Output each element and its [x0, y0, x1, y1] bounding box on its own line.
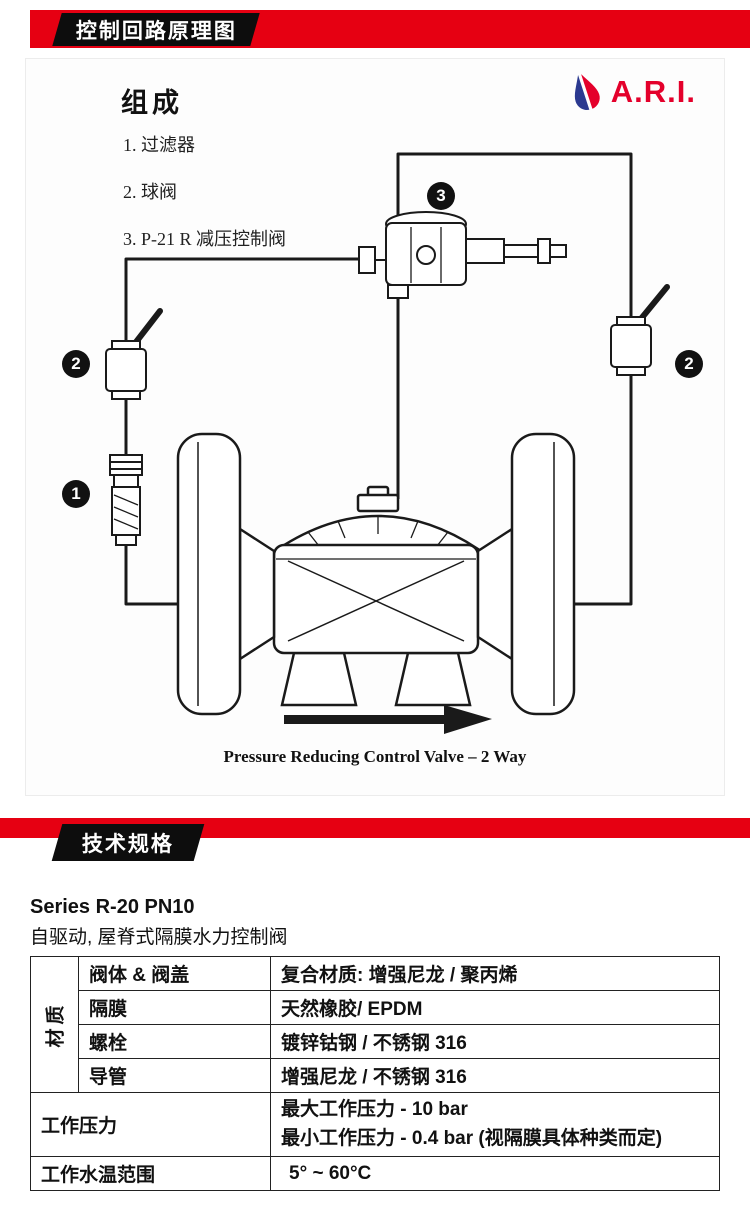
- table-row: 隔膜 天然橡胶/ EPDM: [31, 990, 720, 1025]
- material-name: 隔膜: [78, 990, 271, 1025]
- table-row: 工作水温范围 5° ~ 60°C: [30, 1156, 720, 1191]
- table-row: 螺栓 镀锌钴钢 / 不锈钢 316: [31, 1024, 720, 1059]
- filter: [109, 454, 143, 546]
- section-title-specs: 技术规格: [51, 824, 205, 861]
- section-title-control-circuit-text: 控制回路原理图: [75, 19, 237, 43]
- table-row: 工作压力 最大工作压力 - 10 bar 最小工作压力 - 0.4 bar (视…: [30, 1092, 720, 1157]
- series-title: Series R-20 PN10: [30, 896, 195, 918]
- ari-logo-text: A.R.I.: [610, 74, 696, 109]
- callout-ball-valve-left-2: 2: [62, 350, 90, 378]
- pressure-value: 最大工作压力 - 10 bar 最小工作压力 - 0.4 bar (视隔膜具体种…: [270, 1092, 720, 1157]
- material-value: 镀锌钴钢 / 不锈钢 316: [270, 1024, 720, 1059]
- pressure-label: 工作压力: [30, 1092, 271, 1157]
- material-value: 天然橡胶/ EPDM: [270, 990, 720, 1025]
- composition-item-pilot: 3. P-21 R 减压控制阀: [123, 229, 287, 249]
- section-title-specs-text: 技术规格: [82, 832, 174, 856]
- spec-table: 材质 阀体 & 阀盖 复合材质: 增强尼龙 / 聚丙烯 隔膜 天然橡胶/ EPD…: [30, 956, 720, 1191]
- ari-drop-icon: [574, 74, 600, 111]
- table-row: 导管 增强尼龙 / 不锈钢 316: [31, 1058, 720, 1093]
- pressure-max: 最大工作压力 - 10 bar: [281, 1099, 468, 1120]
- composition-item-filter: 1. 过滤器: [123, 135, 195, 155]
- series-subtitle: 自驱动, 屋脊式隔膜水力控制阀: [30, 927, 288, 948]
- main-valve: [176, 432, 576, 716]
- material-name: 导管: [78, 1058, 271, 1093]
- ball-valve-right: [610, 284, 670, 376]
- diagram-caption: Pressure Reducing Control Valve – 2 Way: [223, 747, 527, 766]
- material-value: 复合材质: 增强尼龙 / 聚丙烯: [270, 956, 720, 991]
- ball-valve-left: [105, 308, 163, 400]
- composition-title: 组成: [121, 88, 183, 118]
- callout-pilot-3: 3: [427, 182, 455, 210]
- callout-ball-valve-right-2: 2: [675, 350, 703, 378]
- composition-item-ball-valve: 2. 球阀: [123, 182, 177, 202]
- material-name: 螺栓: [78, 1024, 271, 1059]
- material-name: 阀体 & 阀盖: [78, 956, 271, 991]
- pressure-min: 最小工作压力 - 0.4 bar (视隔膜具体种类而定): [281, 1127, 663, 1149]
- flow-arrow: [284, 705, 492, 734]
- material-group-label: 材质: [45, 1001, 67, 1048]
- control-pipes: [124, 152, 633, 606]
- diagram-panel: 组成 1. 过滤器 2. 球阀 3. P-21 R 减压控制阀 A.R.I.: [25, 58, 725, 796]
- pilot-valve: [358, 211, 567, 299]
- temperature-value: 5° ~ 60°C: [270, 1156, 720, 1191]
- valve-diagram: [105, 152, 670, 734]
- table-row: 材质 阀体 & 阀盖 复合材质: 增强尼龙 / 聚丙烯: [30, 956, 720, 1093]
- callout-filter-1: 1: [62, 480, 90, 508]
- section-title-control-circuit: 控制回路原理图: [52, 13, 260, 46]
- temperature-label: 工作水温范围: [30, 1156, 271, 1191]
- composition-list: 1. 过滤器 2. 球阀 3. P-21 R 减压控制阀: [123, 131, 286, 272]
- ari-logo: A.R.I.: [566, 71, 696, 113]
- material-group-cell: 材质: [30, 956, 79, 1093]
- material-value: 增强尼龙 / 不锈钢 316: [270, 1058, 720, 1093]
